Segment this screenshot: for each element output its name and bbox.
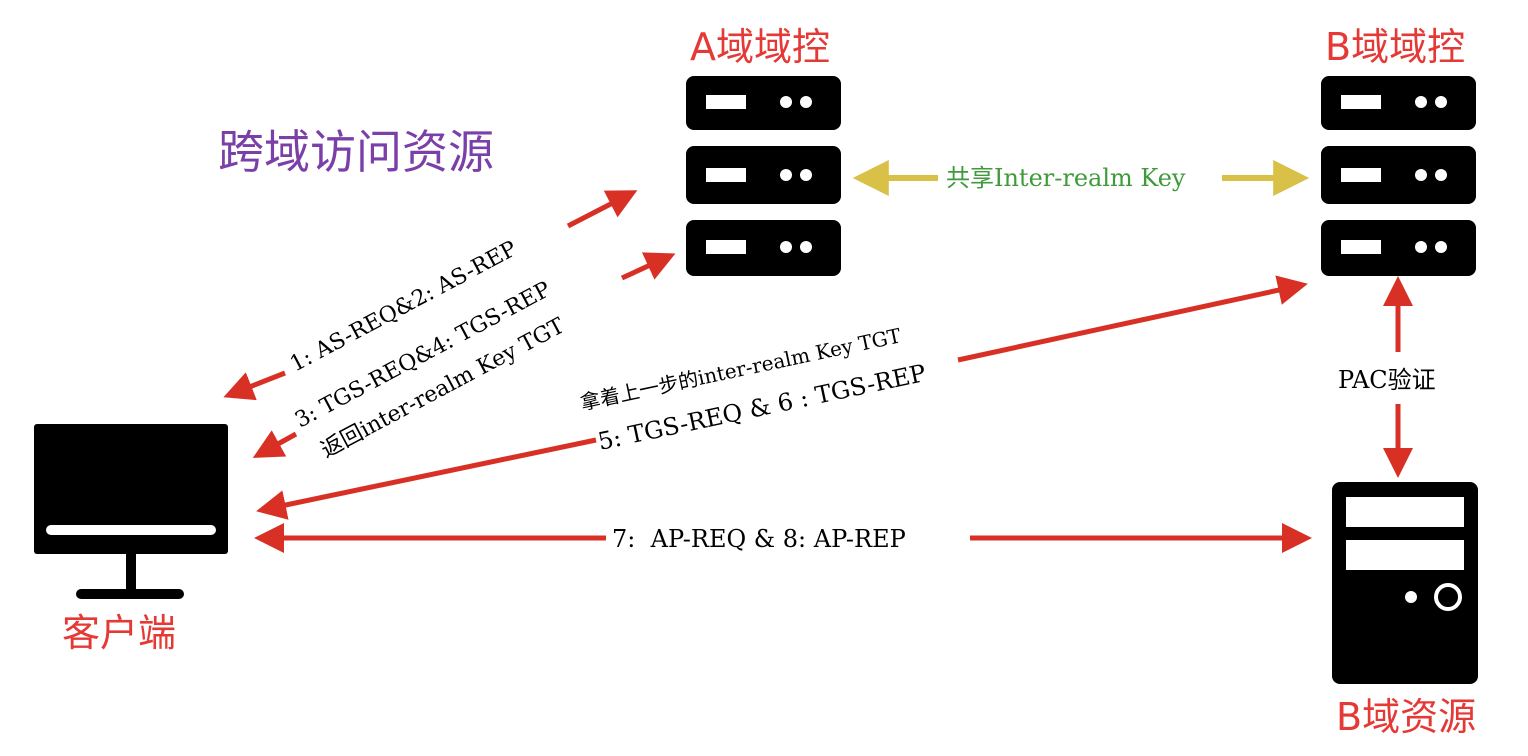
ap-label: 7: AP-REQ & 8: AP-REP: [612, 525, 906, 553]
tgs-b-arrow-down: [256, 437, 597, 520]
pac-label: PAC验证: [1338, 366, 1436, 394]
as-exchange-arrow-up: [566, 190, 638, 229]
client-monitor-icon: [34, 424, 228, 599]
client-label: 客户端: [62, 611, 176, 655]
tgs-a-arrow-down: [252, 430, 298, 458]
a-dc-server-icon: [686, 76, 841, 276]
as-exchange-arrow-down: [223, 370, 286, 401]
tgs-b-arrow-up: [957, 275, 1308, 363]
diagram-title: 跨域访问资源: [218, 125, 494, 179]
tgs-a-arrow-up: [620, 252, 676, 281]
a-dc-label: A域域控: [690, 25, 830, 69]
b-dc-server-icon: [1321, 76, 1476, 276]
b-resource-tower-icon: [1332, 482, 1478, 684]
b-dc-label: B域域控: [1325, 25, 1465, 69]
shared-key-label: 共享Inter-realm Key: [946, 164, 1186, 192]
b-resource-label: B域资源: [1336, 695, 1476, 739]
